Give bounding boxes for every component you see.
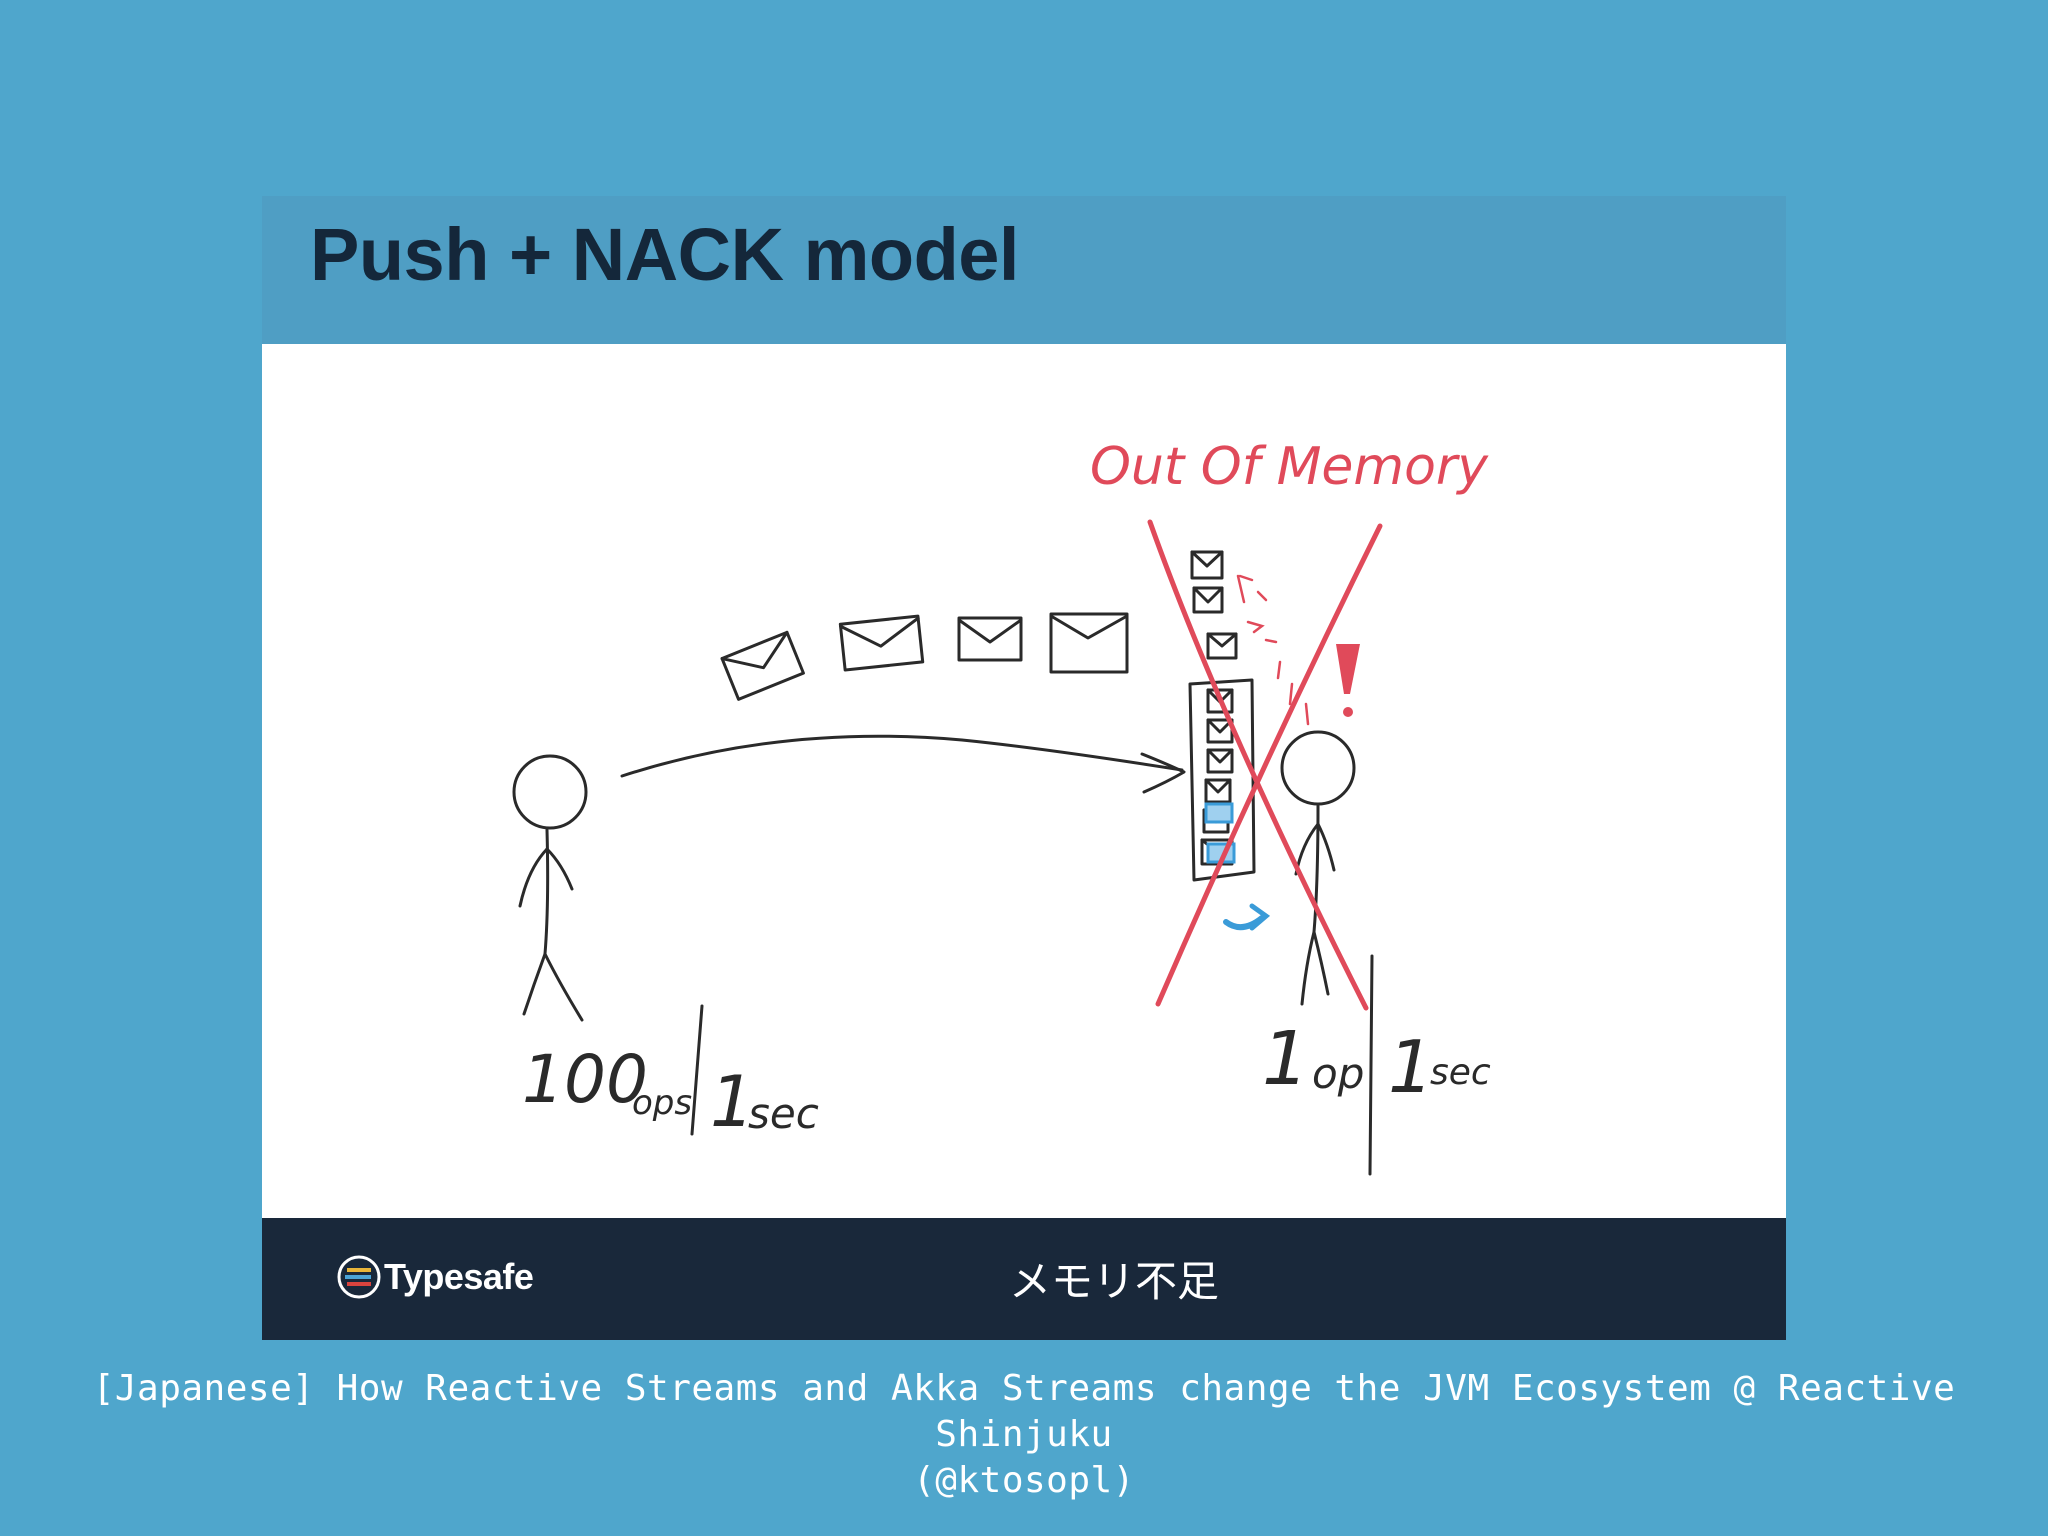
slide-footer: Typesafe メモリ不足 bbox=[262, 1218, 1786, 1340]
error-x-mark bbox=[1147, 519, 1383, 1011]
slide-title: Push + NACK model bbox=[310, 213, 1020, 296]
typesafe-logo: Typesafe bbox=[336, 1254, 534, 1300]
producer-figure bbox=[512, 754, 588, 1022]
consumer-rate-time: sec bbox=[1430, 1052, 1491, 1093]
producer-rate-unit: ops bbox=[632, 1083, 692, 1123]
out-of-memory-label: Out Of Memory bbox=[1090, 437, 1489, 497]
producer-rate-count: 100 bbox=[522, 1041, 648, 1118]
slide-header: Push + NACK model bbox=[262, 196, 1786, 344]
exclamation-mark bbox=[1336, 644, 1360, 717]
video-caption: [Japanese] How Reactive Streams and Akka… bbox=[40, 1366, 2008, 1504]
rate-slash bbox=[1368, 954, 1374, 1176]
caption-line-2: (@ktosopl) bbox=[913, 1460, 1135, 1501]
push-arrow bbox=[620, 734, 1186, 794]
consumer-rate-unit: op bbox=[1312, 1049, 1364, 1098]
slide-subtitle: メモリ不足 bbox=[1008, 1257, 1219, 1306]
whiteboard-drawing: Out Of Memory 100 ops 1 sec 1 op 1 sec bbox=[512, 437, 1491, 1176]
consumer-rate-per: 1 bbox=[1388, 1025, 1434, 1109]
envelope-icon bbox=[720, 630, 805, 701]
typesafe-logo-icon bbox=[337, 1255, 381, 1299]
producer-rate-time: sec bbox=[748, 1089, 819, 1138]
producer-rate-per: 1 bbox=[710, 1061, 755, 1143]
dequeue-arrow-icon bbox=[1204, 802, 1271, 931]
overflow-marks bbox=[1236, 574, 1310, 726]
typesafe-logo-text: Typesafe bbox=[384, 1256, 534, 1297]
envelope-icon bbox=[957, 616, 1023, 662]
slide: Push + NACK model bbox=[262, 196, 1786, 1340]
caption-line-1: [Japanese] How Reactive Streams and Akka… bbox=[92, 1368, 1956, 1455]
envelope-icon bbox=[1049, 612, 1129, 674]
consumer-rate-count: 1 bbox=[1262, 1016, 1309, 1102]
rate-slash bbox=[690, 1004, 704, 1136]
envelope-icon bbox=[838, 614, 925, 672]
consumer-figure bbox=[1280, 730, 1356, 1006]
